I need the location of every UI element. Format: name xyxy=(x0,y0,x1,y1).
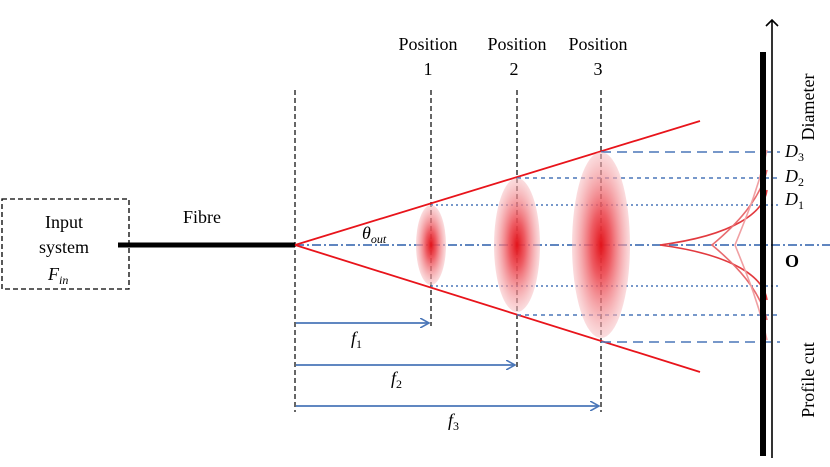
position-labels: Position 1 Position 2 Position 3 xyxy=(398,34,627,79)
d3-label: D3 xyxy=(784,141,804,164)
f1-label: f1 xyxy=(351,328,362,351)
profile-position-2 xyxy=(710,169,768,321)
position-3-number: 3 xyxy=(594,59,603,79)
position-3-title: Position xyxy=(568,34,627,54)
spot-position-2 xyxy=(494,178,540,312)
diameter-axis-label: Diameter xyxy=(798,74,818,141)
input-system-line1: Input xyxy=(45,212,83,232)
angle-label: θout xyxy=(362,223,387,246)
spot-position-3 xyxy=(572,152,630,338)
input-system-box: Input system Fin xyxy=(1,198,130,290)
origin-label: O xyxy=(785,251,799,271)
fibre-label: Fibre xyxy=(183,207,221,227)
position-1-title: Position xyxy=(398,34,457,54)
input-fnumber-label: Fin xyxy=(47,264,68,287)
screen-bar xyxy=(760,52,766,456)
input-system-line2: system xyxy=(39,237,89,257)
beam-cone xyxy=(294,120,701,373)
beam-edge-upper xyxy=(294,120,701,246)
d2-label: D2 xyxy=(784,166,804,189)
beam-edge-lower xyxy=(294,244,701,373)
f3-label: f3 xyxy=(448,410,459,433)
spot-position-1 xyxy=(416,205,446,285)
focal-arrows xyxy=(296,323,599,406)
profile-position-3 xyxy=(734,149,768,341)
intensity-profiles xyxy=(659,149,768,341)
d1-label: D1 xyxy=(784,189,804,212)
reference-lines xyxy=(294,90,602,412)
position-1-number: 1 xyxy=(424,59,433,79)
position-2-number: 2 xyxy=(510,59,519,79)
f2-label: f2 xyxy=(391,368,402,391)
beam-spots xyxy=(416,152,630,338)
profile-position-1 xyxy=(659,189,768,301)
position-2-title: Position xyxy=(487,34,546,54)
profile-cut-axis-label: Profile cut xyxy=(798,342,818,417)
diameter-guides xyxy=(431,151,780,343)
